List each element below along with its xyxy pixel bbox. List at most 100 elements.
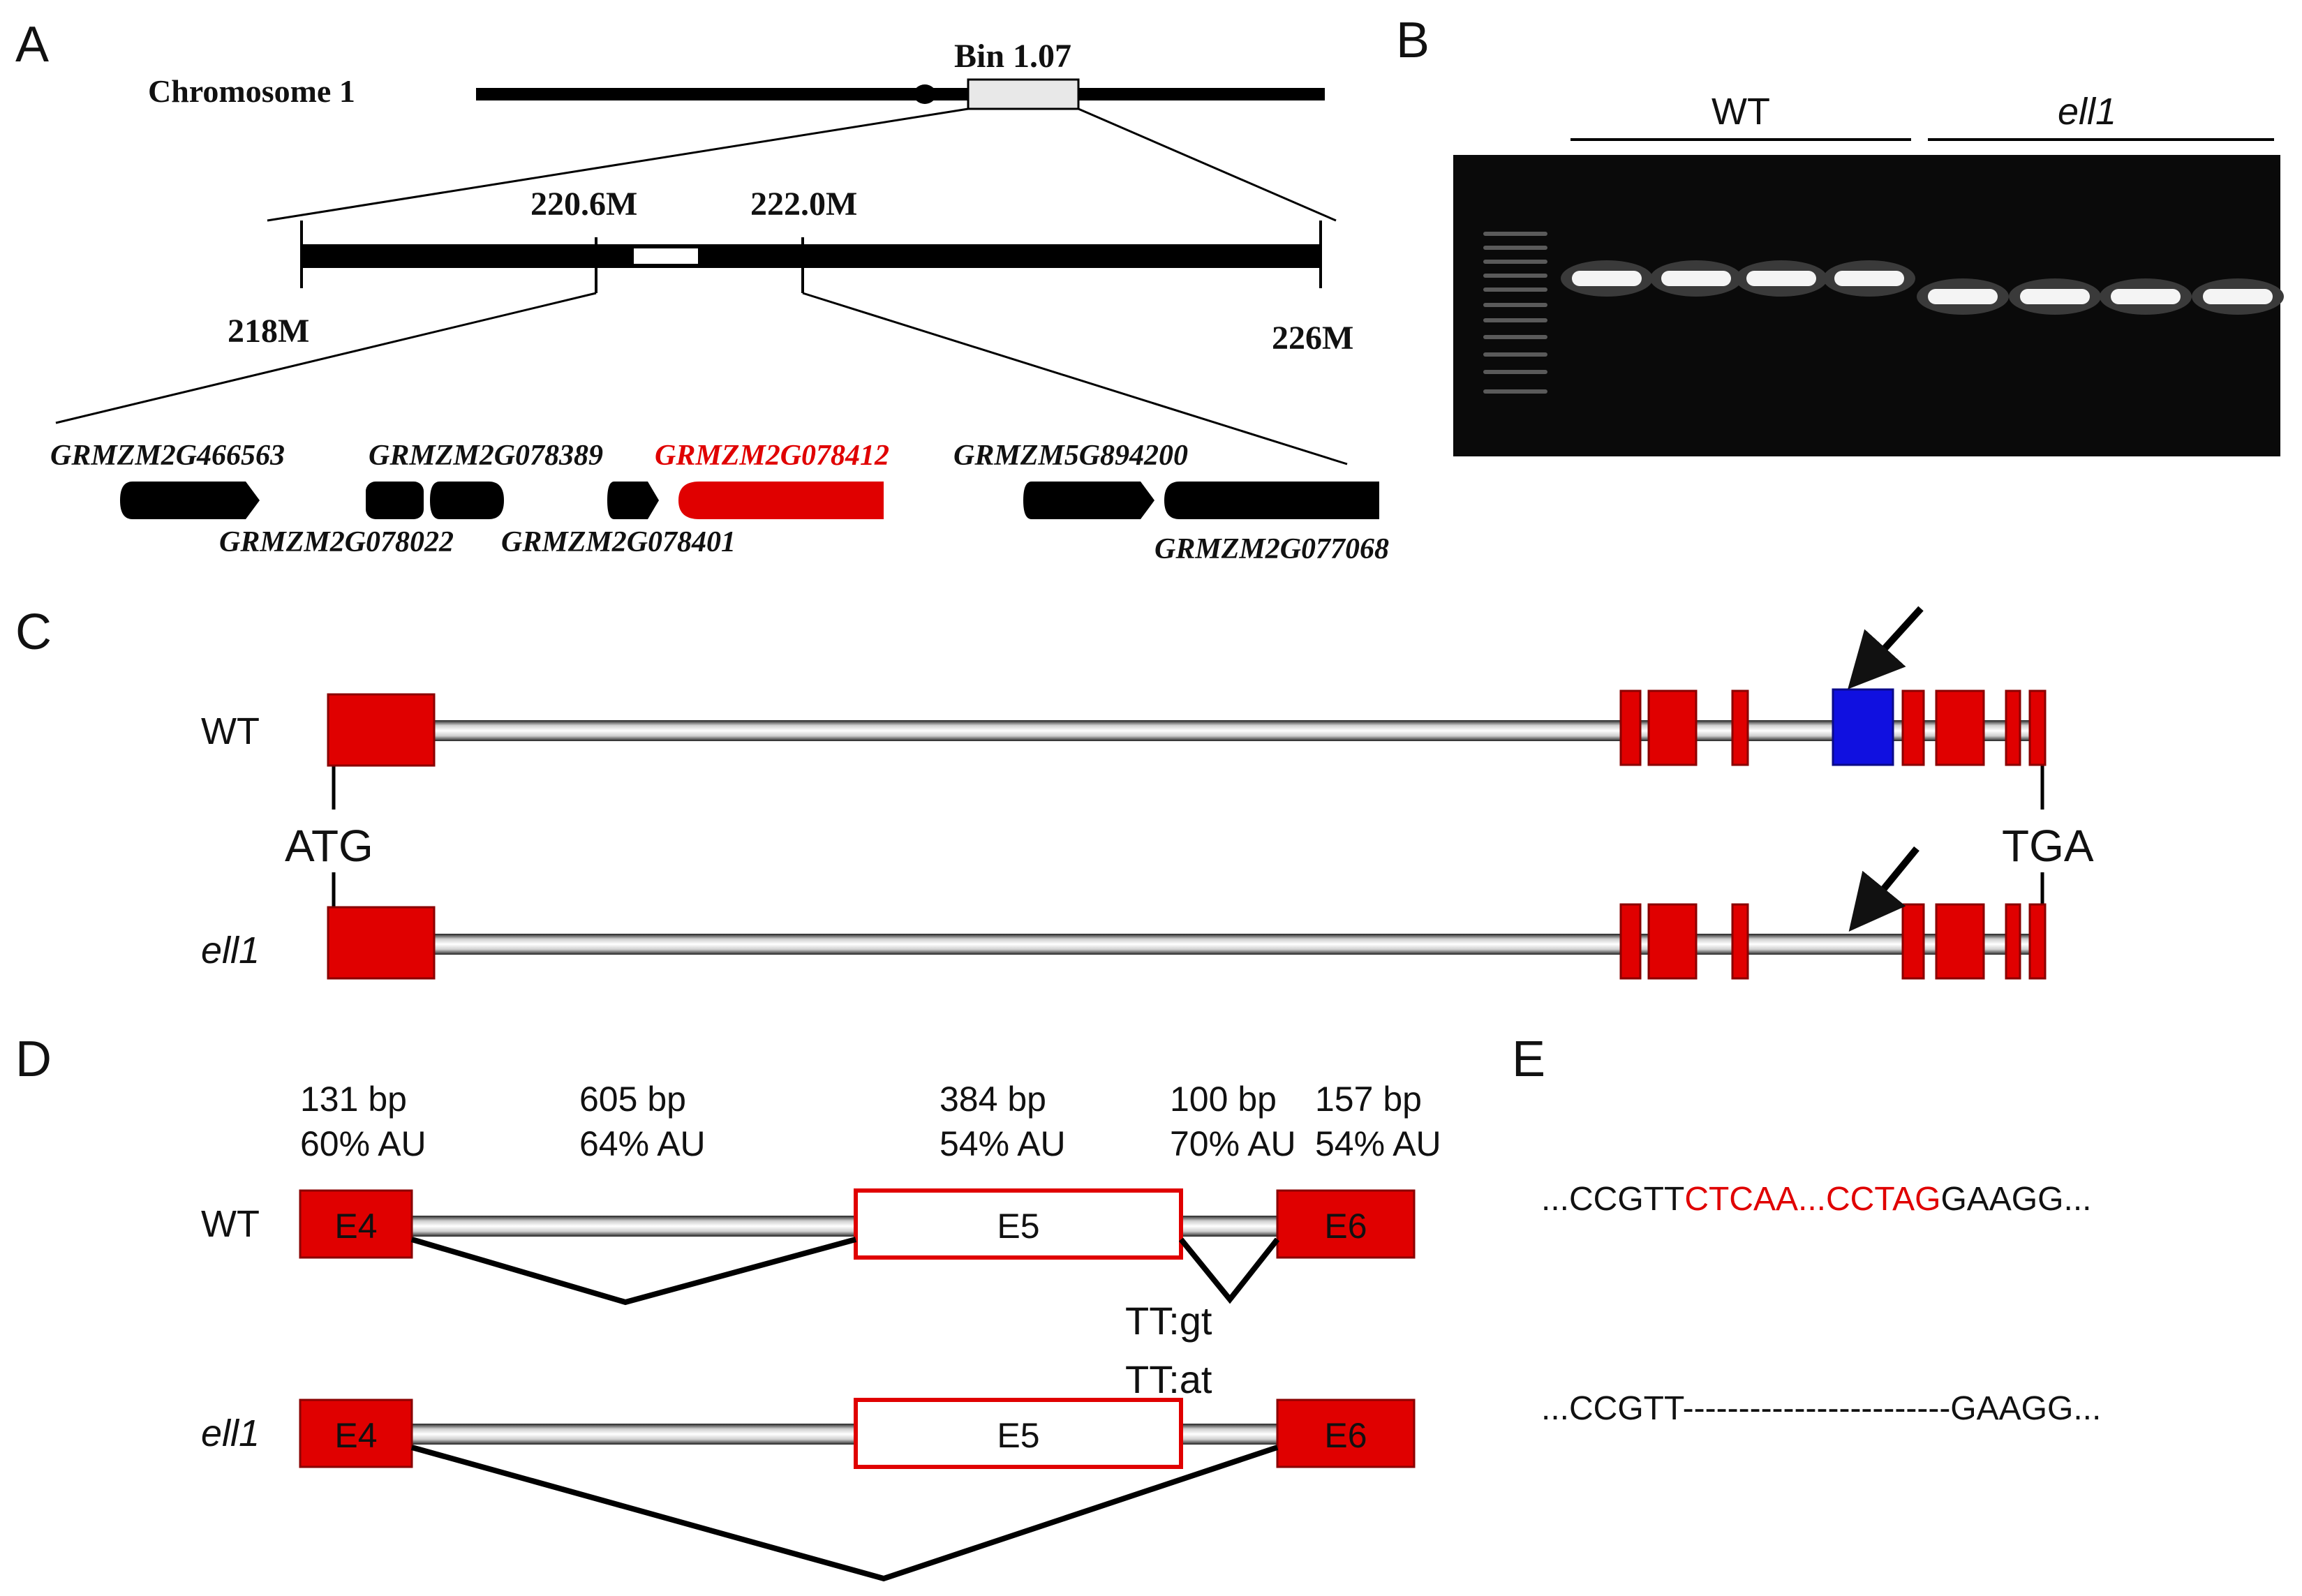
ell1-exon-e4	[299, 1399, 413, 1468]
segment-length: 131 bp	[300, 1080, 407, 1119]
gel-band	[1661, 271, 1731, 286]
ell1-seq-gap: ------------------------	[1683, 1390, 1951, 1427]
pos-218: 218M	[228, 313, 309, 350]
panel-letter-d: D	[15, 1031, 52, 1087]
arrow-wt	[1848, 606, 1924, 689]
ell1-exon	[1619, 903, 1642, 980]
ladder-band	[1483, 288, 1547, 292]
gel-band	[1746, 271, 1816, 286]
wt-intron	[412, 1216, 859, 1237]
gene-shape-078389	[430, 482, 504, 519]
wt-exon-e6	[1276, 1189, 1416, 1259]
wt-intron-line	[433, 720, 2038, 741]
ell1-exon	[1647, 903, 1698, 980]
gel-bands	[1561, 260, 2284, 315]
gene-label: GRMZM2G078401	[501, 526, 736, 558]
ell1-seq-suffix: GAAGG...	[1950, 1390, 2101, 1427]
panel-d: D 131 bp 60% AU 605 bp 64% AU 384 bp 54%…	[15, 1031, 1441, 1582]
region-interval	[634, 248, 698, 264]
wt-exon	[327, 693, 436, 767]
pos-222-0: 222.0M	[750, 186, 857, 223]
ell1-sequence: ...CCGTT------------------------GAAGG...	[1541, 1390, 2101, 1427]
wt-exon	[2028, 689, 2047, 766]
gene-label: GRMZM2G078389	[369, 440, 603, 472]
wt-splice-e5-e6	[1178, 1237, 1280, 1304]
ell1-intron	[412, 1424, 859, 1445]
ell1-exon	[1901, 903, 1925, 980]
ell1-seq-prefix: ...CCGTT	[1541, 1390, 1684, 1427]
gel-ladder	[1483, 232, 1547, 394]
ladder-band	[1483, 232, 1547, 236]
pos-220-6: 220.6M	[530, 186, 637, 223]
centromere	[914, 84, 936, 104]
ladder-band	[1483, 335, 1547, 339]
zoom2-line-left	[55, 292, 597, 424]
ell1-exon	[1731, 903, 1749, 980]
zoom-line-right	[1078, 107, 1337, 222]
wt-exon-e4	[299, 1189, 413, 1259]
ladder-band	[1483, 318, 1547, 322]
panel-letter-e: E	[1512, 1031, 1545, 1087]
splice-site-mut: TT:at	[1125, 1357, 1212, 1401]
gel-band	[1572, 271, 1642, 286]
stop-codon-label: TGA	[2002, 821, 2094, 871]
ell1-splice-e4-e6	[410, 1445, 1279, 1582]
segment-length: 605 bp	[579, 1080, 686, 1119]
ladder-band	[1483, 370, 1547, 374]
ell1-exon	[2005, 903, 2021, 980]
bin-label: Bin 1.07	[954, 38, 1071, 75]
wt-exon	[1619, 689, 1642, 766]
ell1-exon	[1935, 903, 1985, 980]
wt-exon	[2005, 689, 2021, 766]
ell1-exon	[327, 906, 436, 980]
ladder-band	[1483, 352, 1547, 357]
ladder-band	[1483, 303, 1547, 307]
ell1-intron-line	[433, 934, 2038, 955]
zoom-line-left	[267, 107, 969, 222]
wt-sequence: ...CCGTTCTCAA...CCTAGGAAGG...	[1541, 1181, 2091, 1218]
wt-seq-suffix: GAAGG...	[1940, 1181, 2091, 1218]
gel-band	[1834, 271, 1904, 286]
panel-e: E ...CCGTTCTCAA...CCTAGGAAGG... ...CCGTT…	[1512, 1031, 2101, 1427]
segment-au: 60% AU	[300, 1124, 426, 1163]
zoom2-line-right	[802, 292, 1348, 465]
segment-au: 54% AU	[940, 1124, 1066, 1163]
ell1-intron	[1180, 1424, 1280, 1445]
gene-label-highlighted: GRMZM2G078412	[655, 440, 889, 472]
wt-exon-e5	[854, 1188, 1183, 1260]
bin-box	[967, 78, 1080, 110]
panel-letter-c: C	[15, 604, 52, 660]
row-label-wt: WT	[201, 710, 260, 752]
gene-shape-078022	[366, 482, 424, 519]
exon-label-e5: E5	[997, 1416, 1039, 1455]
gene-shape-078412	[678, 482, 884, 519]
wt-seq-prefix: ...CCGTT	[1541, 1181, 1684, 1218]
wt-exon-mutated	[1832, 688, 1894, 766]
panel-b: B WT ell1	[1396, 13, 2284, 456]
ladder-band	[1483, 274, 1547, 278]
gene-label: GRMZM5G894200	[953, 440, 1188, 472]
exon-label-e6: E6	[1324, 1207, 1367, 1246]
wt-exon	[1935, 689, 1985, 766]
gene-label: GRMZM2G466563	[50, 440, 285, 472]
row-label-ell1: ell1	[201, 930, 260, 971]
gel-band	[2111, 289, 2181, 304]
segment-length: 100 bp	[1170, 1080, 1277, 1119]
ladder-band	[1483, 389, 1547, 394]
gel-band	[2203, 289, 2273, 304]
gene-shape-077068	[1164, 482, 1379, 519]
gel-group-wt: WT	[1711, 91, 1770, 133]
gene-shape-894200	[1023, 482, 1154, 519]
wt-exon	[1901, 689, 1925, 766]
segment-length: 384 bp	[940, 1080, 1046, 1119]
segment-au: 54% AU	[1315, 1124, 1441, 1163]
row-label-wt: WT	[201, 1203, 260, 1245]
ell1-exon-e6	[1276, 1399, 1416, 1468]
gel-band	[2020, 289, 2090, 304]
exon-label-e4: E4	[334, 1416, 377, 1455]
exon-label-e4: E4	[334, 1207, 377, 1246]
start-codon-label: ATG	[285, 821, 373, 871]
row-label-ell1: ell1	[201, 1412, 260, 1454]
ell1-exon	[2028, 903, 2047, 980]
